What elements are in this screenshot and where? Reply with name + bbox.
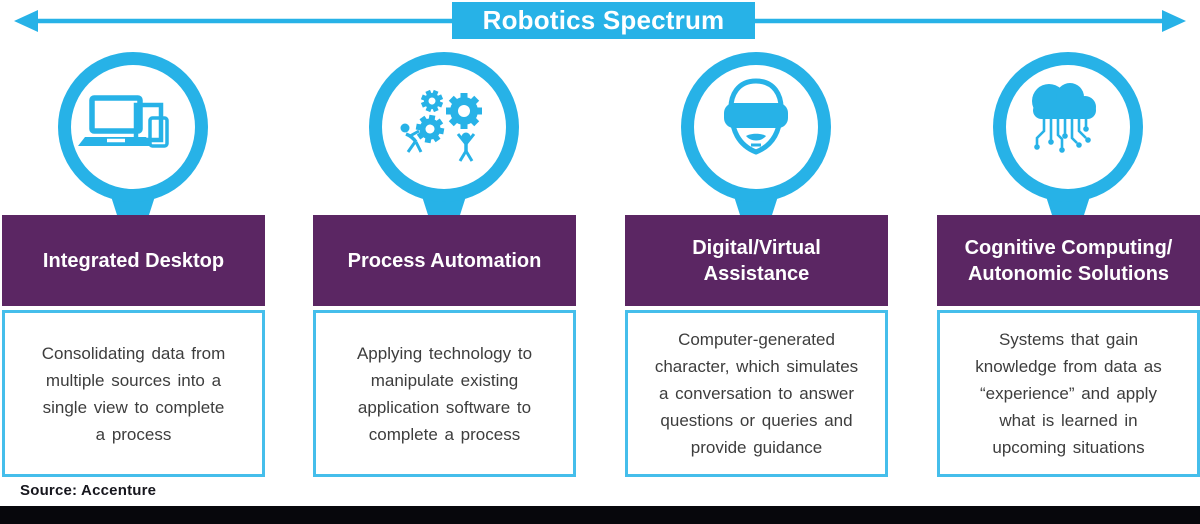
category-description-box: Applying technology to manipulate existi… [313,310,576,477]
category-title: Integrated Desktop [42,249,225,272]
column-process-automation: Process Automation Applying technology t… [313,0,576,524]
column-digital-virtual-assistance: Digital/Virtual Assistance Computer-gene… [625,0,888,524]
pin-marker [993,52,1143,215]
category-description: Computer-generated character, which simu… [654,330,859,457]
category-header: Cognitive Computing/ Autonomic Solutions [937,215,1200,306]
cloud-circuit-icon [1032,83,1096,153]
footer-bar [0,506,1200,524]
devices-desktop-icon [78,95,169,148]
category-header: Process Automation [313,215,576,306]
category-description: Systems that gain knowledge from data as… [975,330,1162,457]
category-header: Integrated Desktop [2,215,265,306]
spectrum-title: Robotics Spectrum [452,2,755,39]
category-description-box: Systems that gain knowledge from data as… [937,310,1200,477]
category-description: Applying technology to manipulate existi… [356,343,533,444]
column-integrated-desktop: Integrated Desktop Consolidating data fr… [2,0,265,524]
category-title: Cognitive Computing/ Autonomic Solutions [964,236,1173,285]
pushing-figure-icon [400,123,423,153]
category-description: Consolidating data from multiple sources… [41,343,226,444]
category-title: Digital/Virtual Assistance [692,236,821,285]
column-cognitive-computing: Cognitive Computing/ Autonomic Solutions… [937,0,1200,524]
category-title: Process Automation [347,249,542,272]
source-attribution: Source: Accenture [20,482,157,499]
vr-headset-face-icon [724,78,788,155]
pin-marker [681,52,831,215]
category-header: Digital/Virtual Assistance [625,215,888,306]
category-description-box: Computer-generated character, which simu… [625,310,888,477]
arrow-right-head-icon [1162,10,1186,32]
pin-marker [58,52,208,215]
pin-marker [369,52,519,215]
arrow-left-head-icon [14,10,38,32]
category-description-box: Consolidating data from multiple sources… [2,310,265,477]
gears-automation-icon [400,89,482,162]
holding-figure-icon [456,132,476,162]
